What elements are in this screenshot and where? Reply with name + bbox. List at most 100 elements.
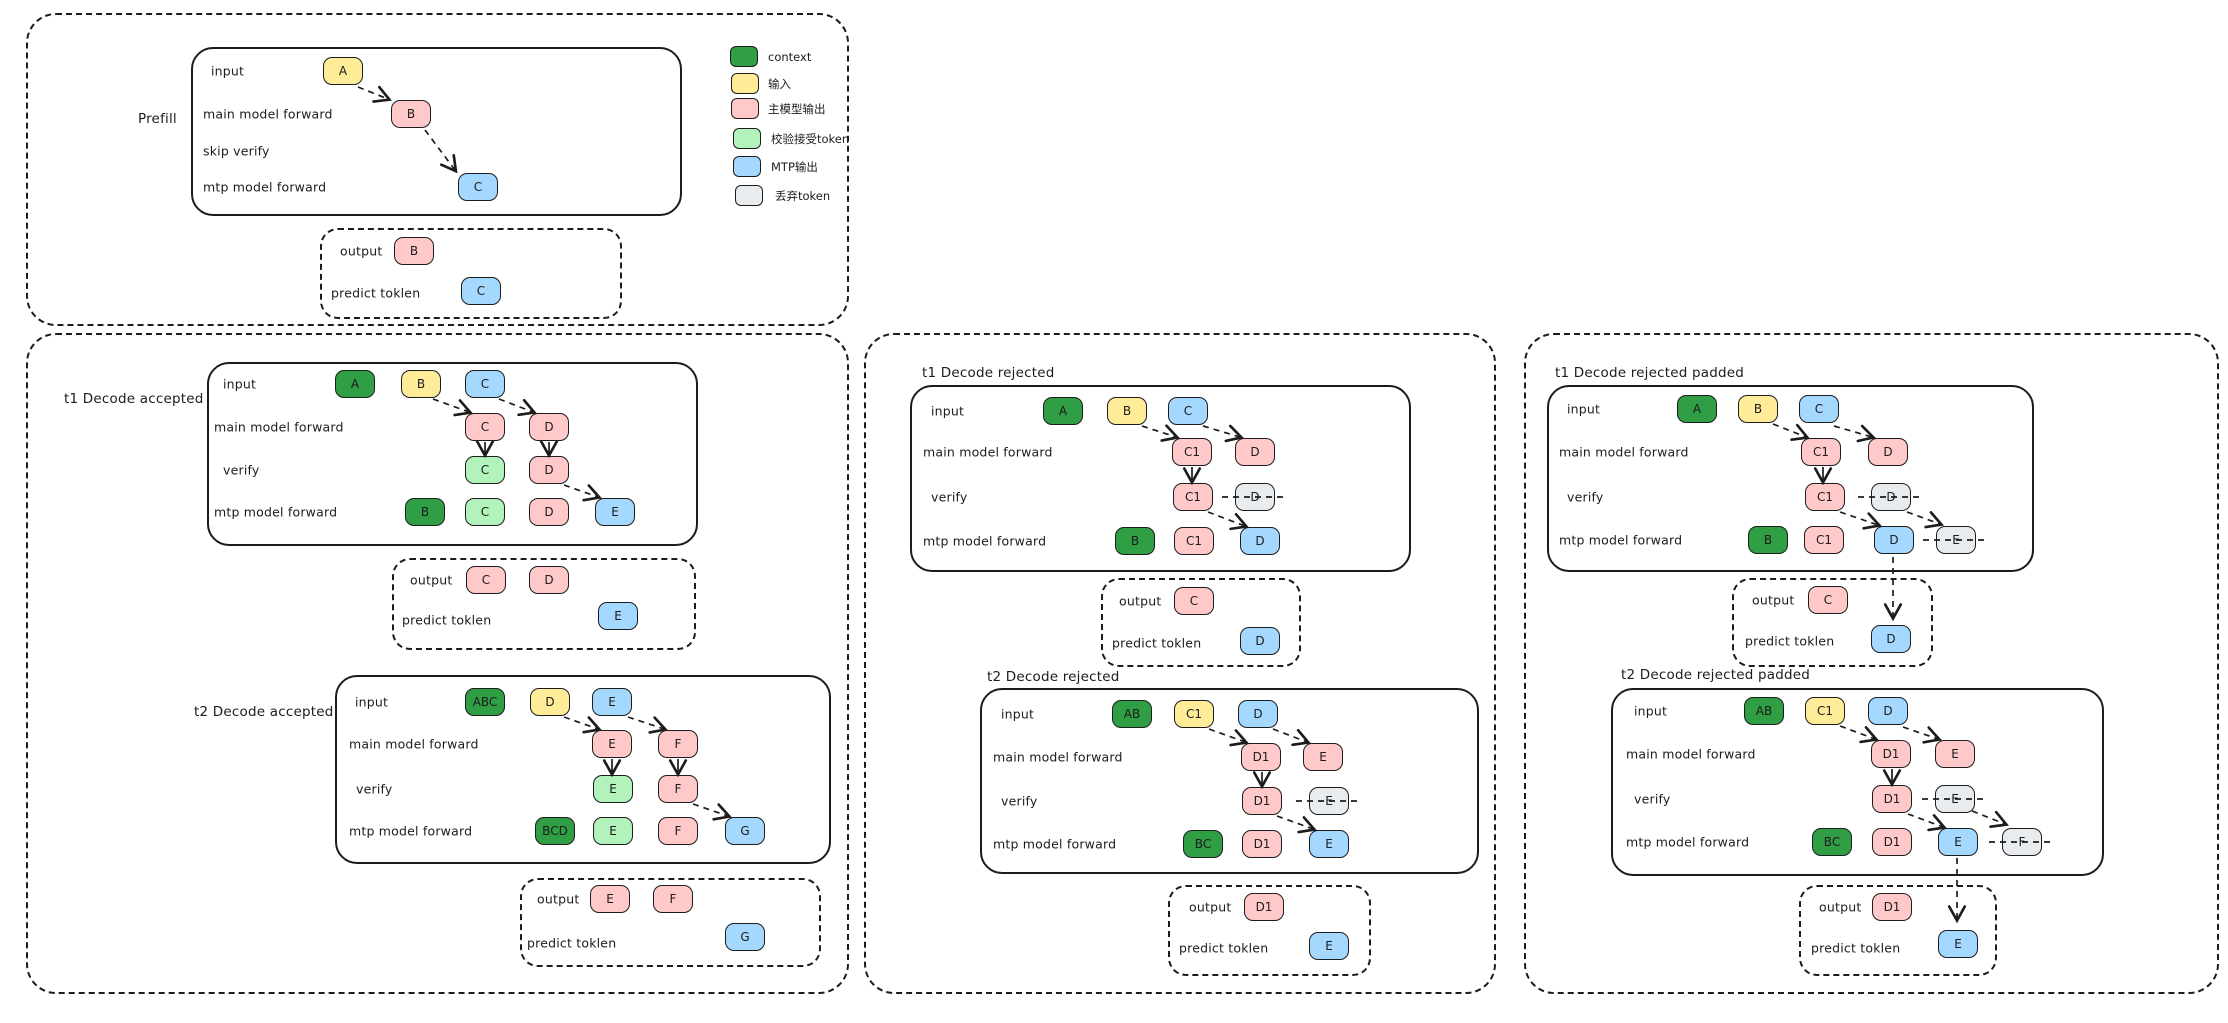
token-main: E bbox=[1303, 743, 1343, 771]
row-label: verify bbox=[931, 489, 968, 505]
token-input: B bbox=[1107, 397, 1147, 425]
token-context: BCD bbox=[535, 817, 575, 845]
legend-swatch-main bbox=[731, 98, 759, 119]
token-mtp: C bbox=[461, 277, 501, 305]
token-input: C1 bbox=[1174, 700, 1214, 728]
token-input: B bbox=[401, 370, 441, 398]
token-main: C bbox=[1808, 586, 1848, 614]
token-main: D bbox=[529, 456, 569, 484]
output-row-label: predict toklen bbox=[402, 612, 492, 628]
t1-decode-accepted-title: t1 Decode accepted bbox=[64, 391, 204, 407]
token-main: D1 bbox=[1872, 828, 1912, 856]
token-main: D1 bbox=[1241, 743, 1281, 771]
token-accept: C bbox=[465, 498, 505, 526]
token-mtp: E bbox=[1938, 930, 1978, 958]
token-input: A bbox=[323, 57, 363, 85]
token-main: C bbox=[1174, 587, 1214, 615]
token-mtp: E bbox=[1309, 830, 1349, 858]
token-discard: D bbox=[1235, 483, 1275, 511]
row-label: input bbox=[1001, 706, 1035, 722]
token-main: C1 bbox=[1172, 438, 1212, 466]
output-row-label: output bbox=[1819, 899, 1862, 915]
output-row-label: predict toklen bbox=[1811, 940, 1901, 956]
token-main: C1 bbox=[1801, 438, 1841, 466]
token-main: F bbox=[658, 817, 698, 845]
row-label: verify bbox=[223, 462, 260, 478]
token-mtp: E bbox=[595, 498, 635, 526]
row-label: main model forward bbox=[203, 106, 333, 122]
token-main: D1 bbox=[1872, 785, 1912, 813]
token-discard: E bbox=[1935, 785, 1975, 813]
token-mtp: C bbox=[465, 370, 505, 398]
token-main: F bbox=[653, 885, 693, 913]
token-discard: E bbox=[1309, 787, 1349, 815]
legend-label: MTP输出 bbox=[771, 160, 818, 174]
output-row-label: output bbox=[1189, 899, 1232, 915]
output-row-label: predict toklen bbox=[527, 935, 617, 951]
panel-frame-prefill bbox=[26, 13, 849, 326]
legend-swatch-accept bbox=[733, 128, 761, 149]
row-label: input bbox=[211, 63, 245, 79]
row-label: skip verify bbox=[203, 143, 270, 159]
token-mtp: E bbox=[592, 688, 632, 716]
token-mtp: G bbox=[725, 817, 765, 845]
row-label: input bbox=[355, 694, 389, 710]
t1-decode-rejected-title: t1 Decode rejected bbox=[922, 365, 1055, 381]
token-main: D bbox=[1235, 438, 1275, 466]
row-label: main model forward bbox=[1626, 746, 1756, 762]
row-label: main model forward bbox=[923, 444, 1053, 460]
token-accept: C bbox=[465, 456, 505, 484]
token-context: A bbox=[1677, 395, 1717, 423]
row-label: input bbox=[1634, 703, 1668, 719]
token-mtp: D bbox=[1874, 526, 1914, 554]
token-main: C bbox=[465, 413, 505, 441]
legend-label: 主模型输出 bbox=[768, 102, 826, 116]
token-main: D1 bbox=[1244, 893, 1284, 921]
token-mtp: E bbox=[598, 602, 638, 630]
prefill-flow-title: Prefill bbox=[138, 111, 177, 127]
output-row-label: output bbox=[1119, 593, 1162, 609]
token-main: B bbox=[394, 237, 434, 265]
output-row-label: output bbox=[537, 891, 580, 907]
token-context: B bbox=[405, 498, 445, 526]
token-context: A bbox=[335, 370, 375, 398]
token-mtp: E bbox=[1938, 828, 1978, 856]
t1-decode-rejected-padded-title: t1 Decode rejected padded bbox=[1555, 365, 1745, 381]
token-input: B bbox=[1738, 395, 1778, 423]
token-main: D1 bbox=[1242, 787, 1282, 815]
row-label: input bbox=[931, 403, 965, 419]
row-label: main model forward bbox=[993, 749, 1123, 765]
legend-label: 输入 bbox=[768, 77, 791, 91]
token-main: E bbox=[590, 885, 630, 913]
token-main: C bbox=[466, 566, 506, 594]
t2-decode-accepted-title: t2 Decode accepted bbox=[194, 704, 334, 720]
token-main: D bbox=[529, 498, 569, 526]
row-label: input bbox=[223, 376, 257, 392]
row-label: verify bbox=[1567, 489, 1604, 505]
legend-swatch-mtp bbox=[733, 156, 761, 177]
token-input: D bbox=[530, 688, 570, 716]
output-row-label: predict toklen bbox=[1179, 940, 1269, 956]
row-label: mtp model forward bbox=[349, 823, 473, 839]
panel-frame-decode-rejected-padded bbox=[1524, 333, 2219, 994]
token-mtp: D bbox=[1871, 625, 1911, 653]
legend-label: 丢弃token bbox=[775, 189, 831, 203]
output-row-label: output bbox=[340, 243, 383, 259]
row-label: main model forward bbox=[349, 736, 479, 752]
token-context: BC bbox=[1183, 830, 1223, 858]
prefill-flow-box bbox=[191, 47, 682, 216]
token-mtp: D bbox=[1238, 700, 1278, 728]
row-label: verify bbox=[1634, 791, 1671, 807]
prefill-flow-output-box bbox=[320, 228, 622, 319]
token-main: F bbox=[658, 730, 698, 758]
token-mtp: D bbox=[1240, 627, 1280, 655]
panel-frame-decode-accepted bbox=[26, 333, 849, 994]
token-main: C1 bbox=[1174, 527, 1214, 555]
t2-decode-rejected-box bbox=[980, 688, 1479, 874]
token-mtp: D bbox=[1868, 697, 1908, 725]
token-context: B bbox=[1748, 526, 1788, 554]
token-mtp: D bbox=[1240, 527, 1280, 555]
token-accept: E bbox=[593, 817, 633, 845]
token-main: E bbox=[1935, 740, 1975, 768]
